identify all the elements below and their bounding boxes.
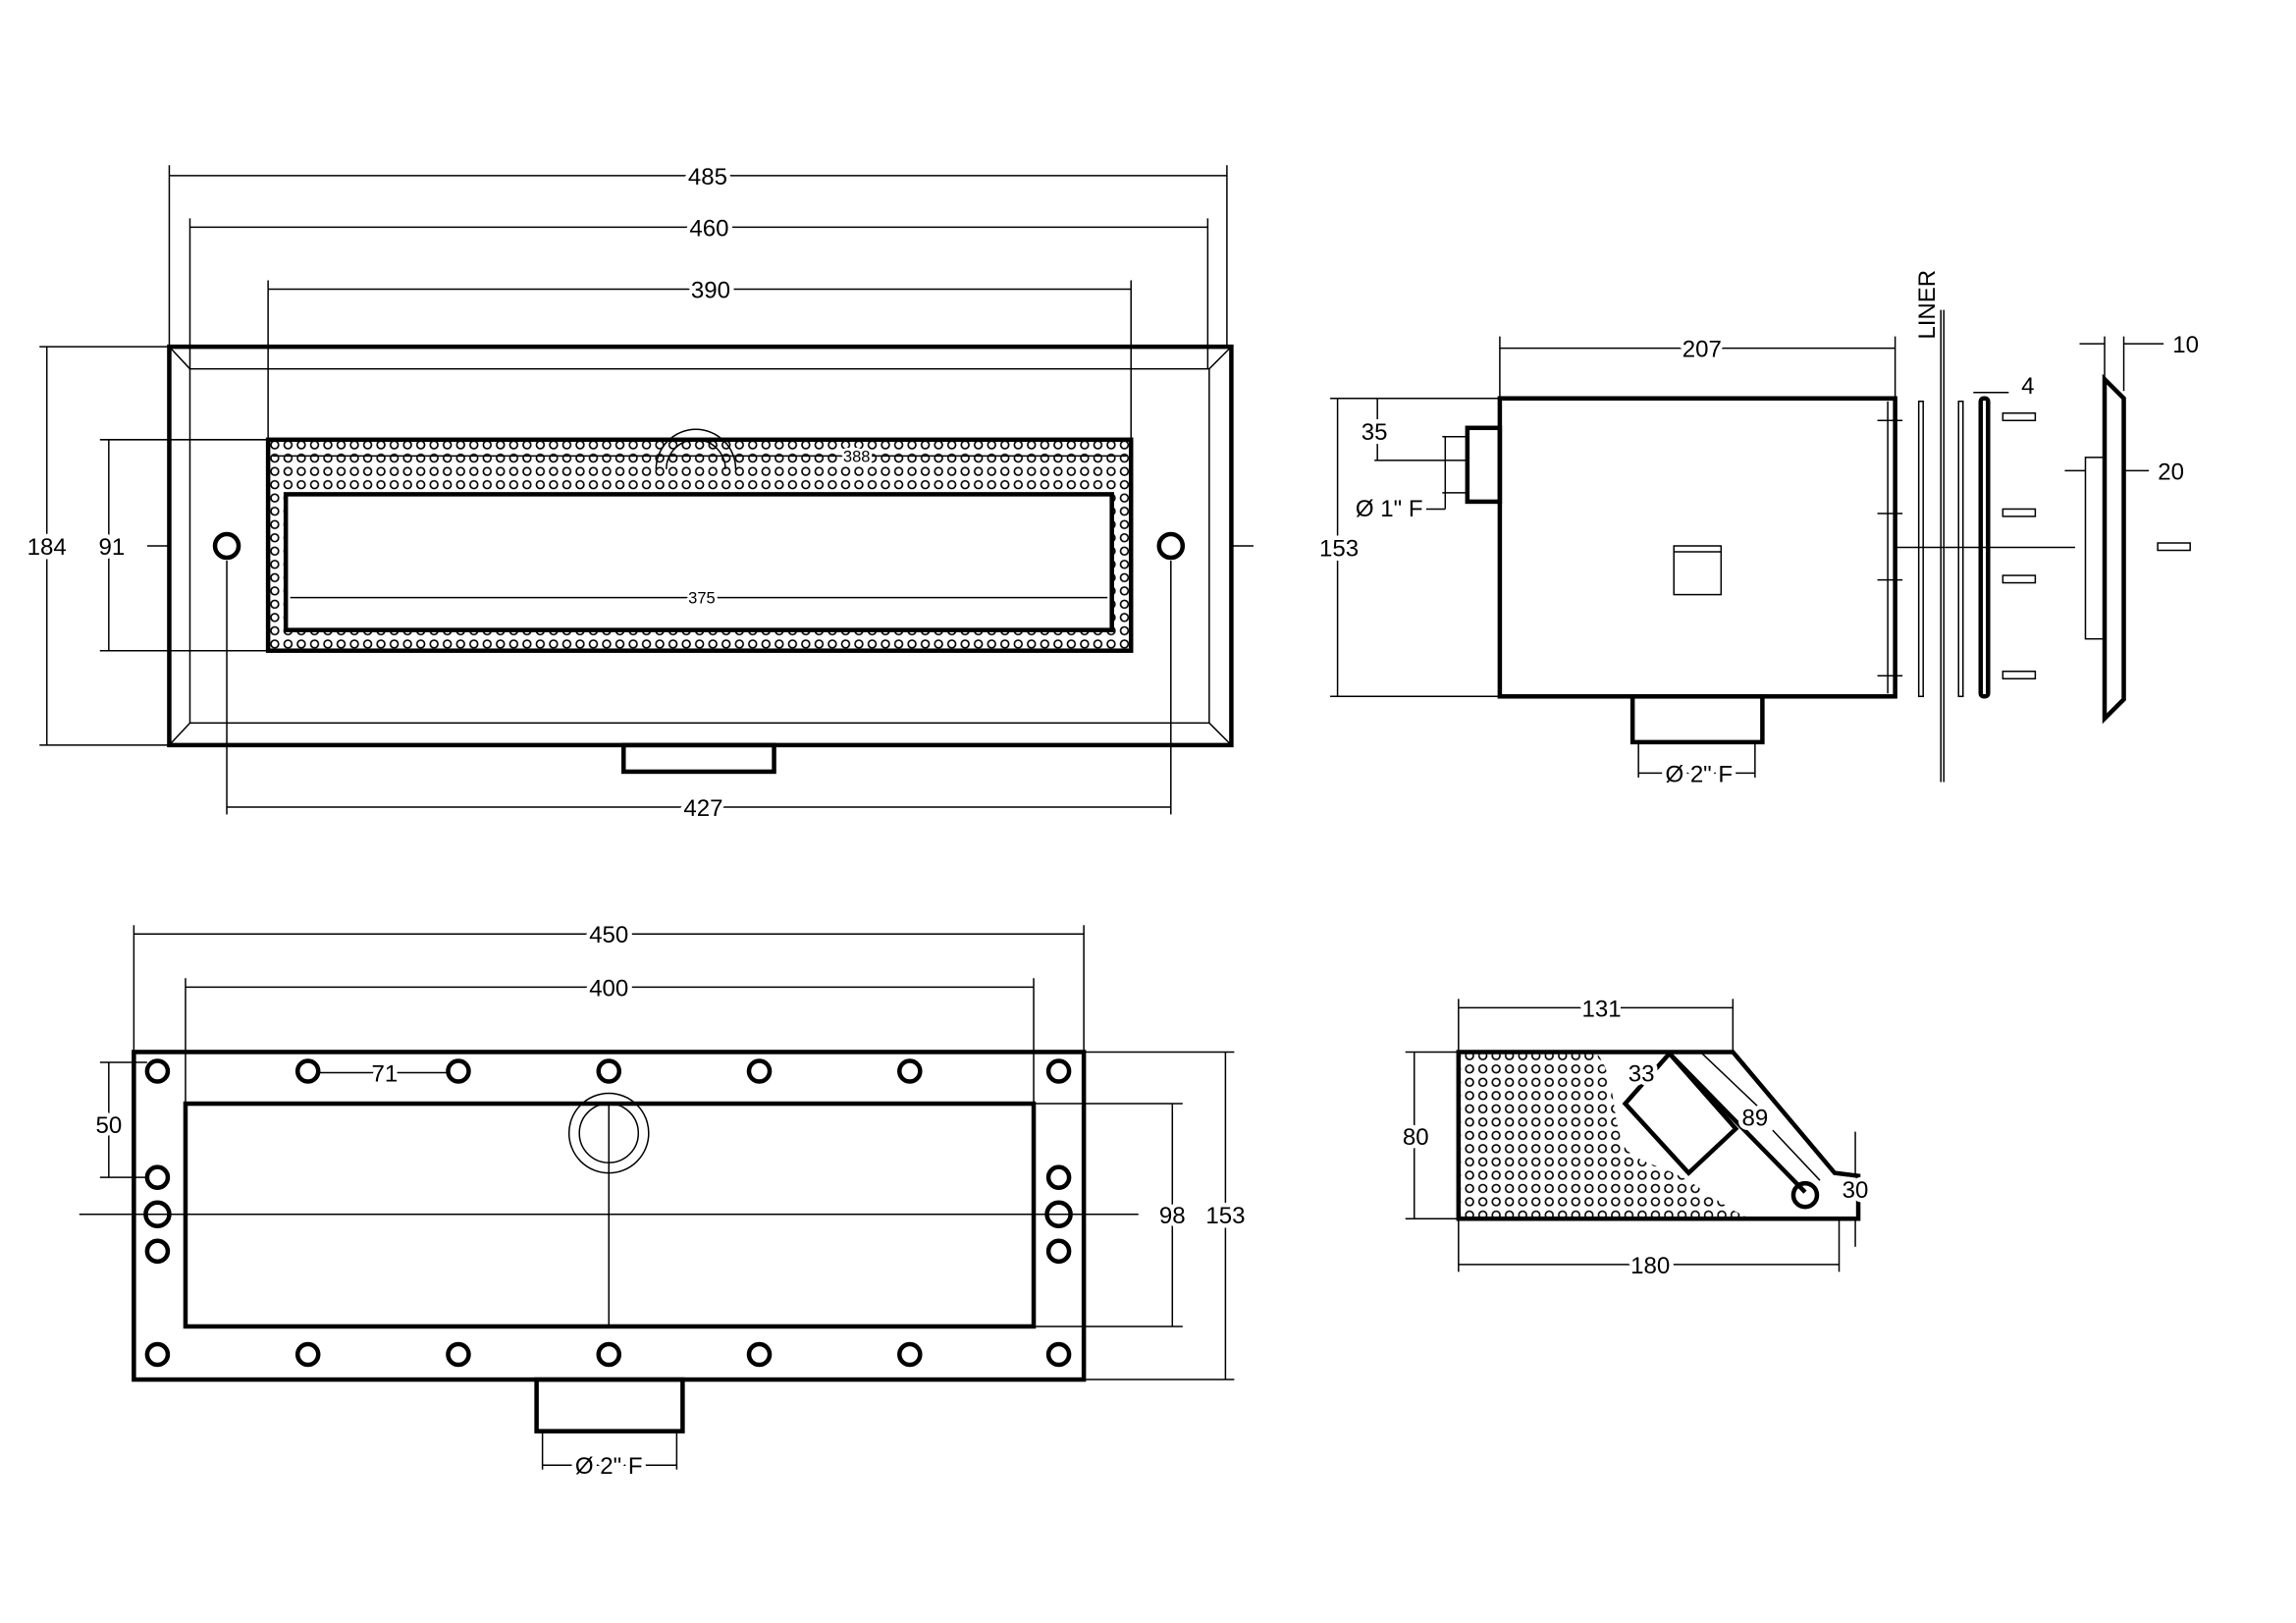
dim-153-rear: 153 — [1205, 1203, 1245, 1229]
dim-91: 91 — [98, 534, 125, 561]
dim-375: 375 — [688, 589, 716, 608]
dim-460: 460 — [689, 215, 728, 242]
dim-390: 390 — [691, 278, 730, 304]
dim-20: 20 — [2158, 459, 2184, 485]
screw-icon — [2002, 412, 2037, 422]
dim-388: 388 — [843, 447, 871, 465]
dim-98: 98 — [1159, 1203, 1186, 1229]
dim-485: 485 — [688, 164, 727, 190]
dim-89: 89 — [1742, 1106, 1769, 1132]
screw-icon — [212, 531, 241, 561]
liner-label: LINER — [1914, 270, 1941, 340]
dim-50: 50 — [95, 1112, 122, 1139]
dim-outlet: Ø 2" F — [1665, 761, 1733, 787]
dim-427: 427 — [683, 795, 722, 822]
dim-inlet: Ø 1" F — [1356, 496, 1423, 522]
dim-80: 80 — [1403, 1124, 1429, 1151]
screw-icons — [143, 1058, 1073, 1368]
screw-icon — [2002, 508, 2037, 517]
dim-33: 33 — [1629, 1060, 1655, 1087]
dim-184: 184 — [27, 534, 67, 561]
dim-131: 131 — [1582, 996, 1622, 1022]
dim-207: 207 — [1682, 337, 1722, 363]
screw-icon — [2002, 670, 2037, 680]
dim-153: 153 — [1319, 536, 1359, 563]
dim-450: 450 — [589, 922, 628, 948]
dim-180: 180 — [1630, 1253, 1670, 1279]
dim-35: 35 — [1362, 419, 1388, 446]
dim-71: 71 — [371, 1060, 398, 1087]
side-view: 207 153 35 Ø 1" F Ø 2" F 4 10 20 LINER — [1315, 265, 2204, 792]
dim-30: 30 — [1842, 1177, 1869, 1204]
screw-icon — [1156, 531, 1186, 561]
screw-icon — [2002, 574, 2037, 584]
dim-400: 400 — [589, 975, 628, 1001]
screw-icons — [2002, 412, 2191, 680]
screw-icon — [2157, 542, 2191, 552]
section-view: 131 180 80 30 33 89 — [1398, 992, 1873, 1283]
front-view: 485 460 390 427 184 91 388 375 — [23, 159, 1254, 827]
screw-icon — [1790, 1180, 1820, 1210]
perforated-section — [1458, 1052, 1751, 1219]
dim-4: 4 — [2021, 373, 2034, 400]
rear-view: 450 400 71 50 98 153 Ø 2" F — [79, 918, 1250, 1485]
perforated-grille — [268, 439, 1132, 651]
dim-10: 10 — [2172, 332, 2199, 358]
dim-outlet-rear: Ø 2" F — [575, 1453, 643, 1480]
